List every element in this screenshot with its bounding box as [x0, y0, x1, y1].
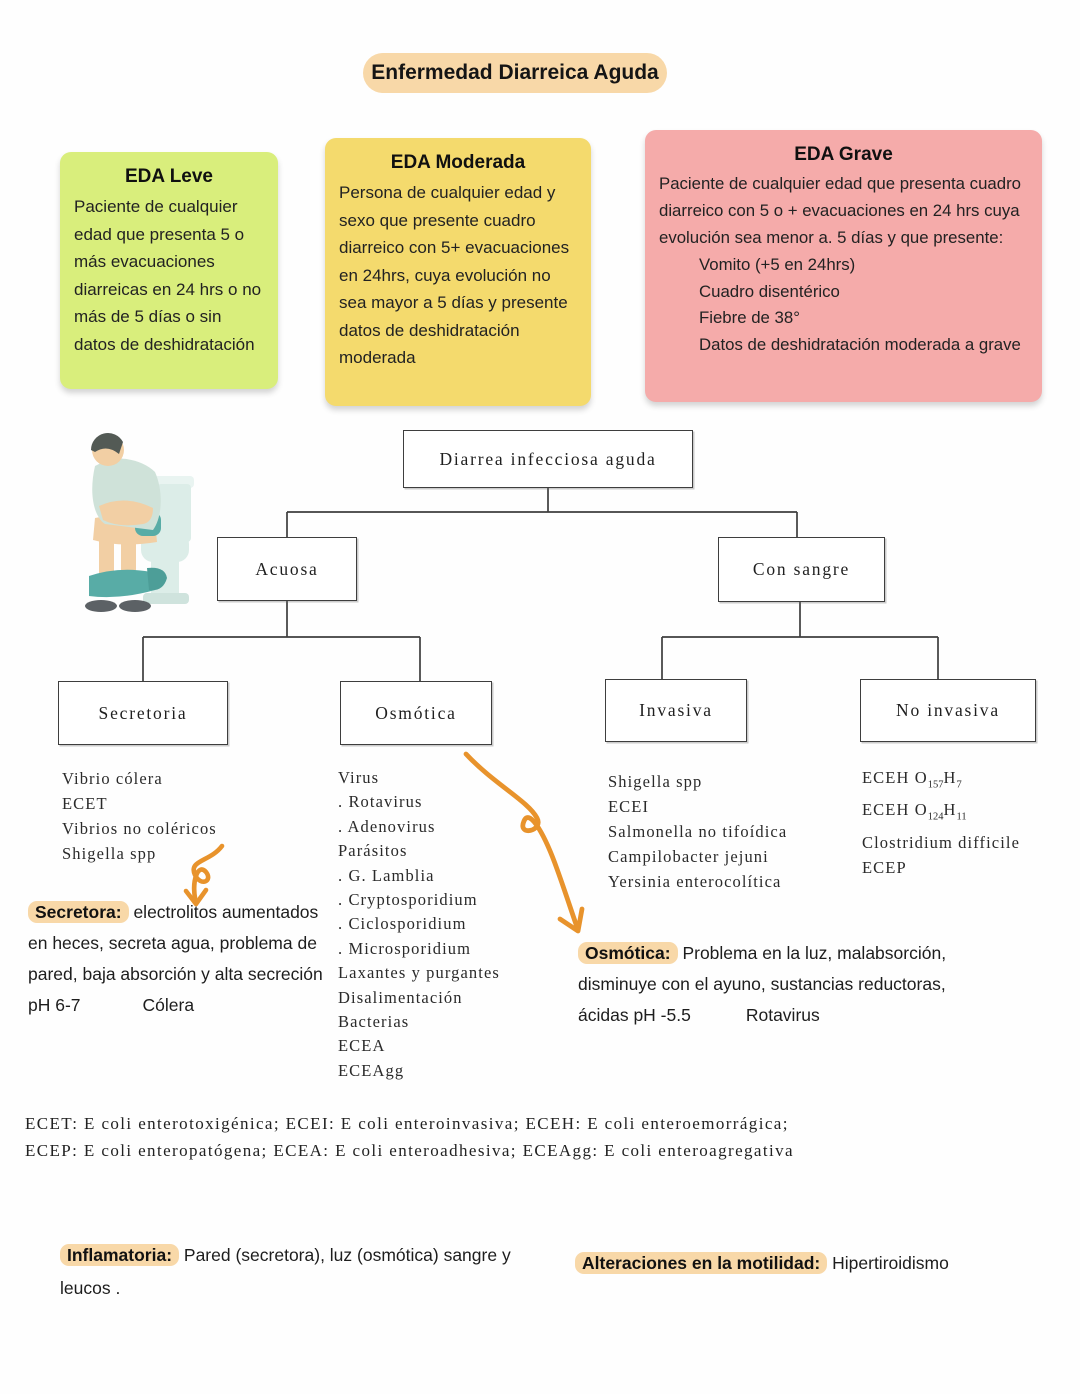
- card-eda-grave: EDA Grave Paciente de cualquier edad que…: [645, 130, 1042, 402]
- note-osmotica-ph: ácidas pH -5.5: [578, 1005, 691, 1025]
- list-item: ECEA: [338, 1036, 386, 1056]
- flowchart-box-no-invasiva: No invasiva: [860, 679, 1036, 742]
- serotype-text: ECEH O: [862, 800, 928, 820]
- list-item: Clostridium difficile: [862, 832, 1020, 852]
- list-item: ECEI: [608, 797, 650, 816]
- note-osmotica: Osmótica: Problema en la luz, malabsorci…: [578, 938, 998, 1031]
- serotype-text: ECEH O: [862, 768, 928, 787]
- list-item-serotype: ECEH O157H7: [862, 765, 1020, 797]
- card-eda-moderada-title: EDA Moderada: [390, 152, 526, 173]
- card-eda-grave-criteria: Vomito (+5 en 24hrs) Cuadro disentérico …: [659, 252, 1028, 360]
- serotype-text: H: [943, 800, 957, 820]
- person-on-toilet-illustration: [85, 433, 194, 612]
- card-eda-grave-title: EDA Grave: [794, 144, 893, 165]
- list-item: Virus: [338, 768, 380, 787]
- card-eda-grave-intro: Paciente de cualquier edad que presenta …: [659, 174, 1021, 247]
- list-item: ECEAgg: [338, 1060, 405, 1080]
- note-inflamatoria-text: leucos .: [60, 1278, 121, 1298]
- serotype-subscript: 11: [956, 811, 967, 823]
- list-item: Campilobacter jejuni: [608, 847, 769, 866]
- note-secretora-text: pared, baja absorción y alta secreción: [28, 964, 323, 984]
- serotype-subscript: 124: [927, 811, 944, 823]
- abbreviation-line: ECEP: E coli enteropatógena; ECEA: E col…: [25, 1140, 794, 1160]
- list-secretoria: Vibrio cólera ECET Vibrios no coléricos …: [62, 766, 217, 866]
- note-secretora-text: electrolitos aumentados: [133, 902, 319, 922]
- note-secretora-label: Secretora:: [28, 901, 129, 923]
- card-eda-moderada: EDA Moderada Persona de cualquier edad y…: [325, 138, 591, 406]
- criteria-item: Datos de deshidratación moderada a grave: [699, 335, 1021, 355]
- list-item: . Ciclosporidium: [338, 914, 467, 934]
- list-osmotica: Virus . Rotavirus . Adenovirus Parásitos…: [338, 766, 500, 1083]
- serotype-subscript: 7: [956, 779, 962, 791]
- list-item: Yersinia enterocolítica: [608, 872, 782, 891]
- note-inflamatoria-label: Inflamatoria:: [60, 1244, 180, 1266]
- note-motilidad-label: Alteraciones en la motilidad:: [575, 1252, 828, 1274]
- list-item: Vibrios no coléricos: [62, 819, 217, 838]
- note-secretora-keyword: Cólera: [142, 995, 195, 1015]
- list-item: Vibrio cólera: [62, 769, 163, 788]
- list-item: Bacterias: [338, 1012, 410, 1032]
- list-item: . Rotavirus: [338, 792, 423, 812]
- flowchart-box-root: Diarrea infecciosa aguda: [403, 430, 693, 488]
- note-osmotica-text: disminuye con el ayuno, sustancias reduc…: [578, 974, 946, 994]
- note-inflamatoria-text: Pared (secretora), luz (osmótica) sangre…: [183, 1245, 511, 1265]
- flowchart-box-con-sangre: Con sangre: [718, 537, 885, 602]
- serotype-text: H: [943, 768, 957, 787]
- page-title: Enfermedad Diarreica Aguda: [363, 53, 667, 93]
- serotype-subscript: 157: [927, 779, 944, 791]
- criteria-item: Cuadro disentérico: [699, 281, 840, 301]
- note-osmotica-keyword: Rotavirus: [745, 1005, 820, 1025]
- list-item: . G. Lamblia: [338, 865, 435, 885]
- list-item: . Adenovirus: [338, 816, 436, 836]
- note-secretora: Secretora: electrolitos aumentados en he…: [28, 897, 368, 1021]
- flowchart-box-osmotica: Osmótica: [340, 681, 492, 745]
- note-motilidad-text: Hipertiroidismo: [832, 1253, 949, 1273]
- list-item: ECET: [62, 794, 108, 813]
- list-item: Parásitos: [338, 841, 408, 861]
- criteria-item: Vomito (+5 en 24hrs): [699, 254, 856, 274]
- note-inflamatoria: Inflamatoria: Pared (secretora), luz (os…: [60, 1239, 511, 1305]
- card-eda-leve: EDA Leve Paciente de cualquier edad que …: [60, 152, 278, 389]
- list-item: Shigella spp: [608, 772, 703, 791]
- flowchart-box-secretoria: Secretoria: [58, 681, 228, 745]
- card-eda-leve-body: Paciente de cualquier edad que presenta …: [74, 197, 262, 354]
- card-eda-leve-title: EDA Leve: [125, 166, 213, 187]
- note-secretora-ph: pH 6-7: [28, 995, 81, 1015]
- note-osmotica-label: Osmótica:: [578, 942, 678, 964]
- note-secretora-text: en heces, secreta agua, problema de: [28, 933, 317, 953]
- criteria-item: Fiebre de 38°: [699, 308, 800, 328]
- list-item: . Microsporidium: [338, 938, 472, 958]
- flowchart-box-acuosa: Acuosa: [217, 537, 357, 601]
- list-item: ECEP: [862, 857, 907, 877]
- flowchart-box-invasiva: Invasiva: [605, 679, 747, 742]
- note-osmotica-text: Problema en la luz, malabsorción,: [682, 943, 947, 963]
- list-item-serotype: ECEH O124H11: [862, 797, 1020, 829]
- list-item: Salmonella no tifoídica: [608, 822, 788, 841]
- list-item: . Cryptosporidium: [338, 890, 478, 910]
- abbreviation-legend: ECET: E coli enterotoxigénica; ECEI: E c…: [25, 1111, 794, 1164]
- list-invasiva: Shigella spp ECEI Salmonella no tifoídic…: [608, 769, 787, 894]
- list-item: Laxantes y purgantes: [338, 963, 500, 983]
- card-eda-moderada-body: Persona de cualquier edad y sexo que pre…: [339, 183, 570, 368]
- list-item: Disalimentación: [338, 987, 463, 1007]
- note-motilidad: Alteraciones en la motilidad: Hipertiroi…: [575, 1247, 949, 1280]
- abbreviation-line: ECET: E coli enterotoxigénica; ECEI: E c…: [25, 1114, 789, 1133]
- list-no-invasiva: ECEH O157H7 ECEH O124H11 Clostridium dif…: [862, 765, 1020, 880]
- list-item: Shigella spp: [62, 844, 157, 863]
